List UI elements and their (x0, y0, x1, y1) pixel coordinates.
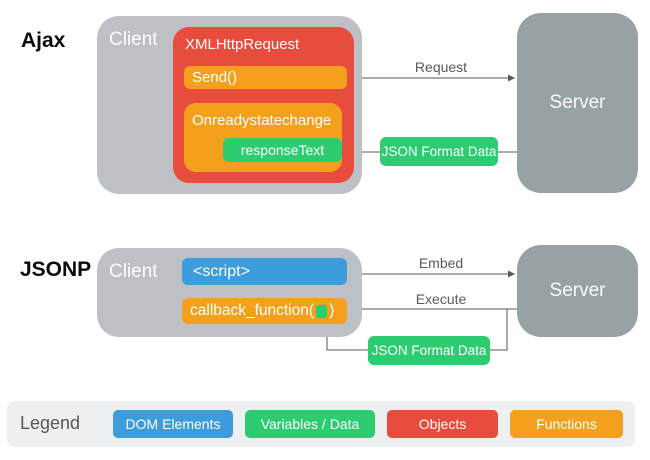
jsonp-client-box: Client <script> callback_function( ) (97, 248, 362, 337)
ajax-server-box: Server (517, 13, 638, 193)
callback-function-suffix: ) (329, 302, 335, 319)
ajax-send-function-box: Send() (184, 66, 347, 89)
ajax-section-label: Ajax (21, 29, 66, 52)
ajax-onreadystatechange-box: Onreadystatechange responseText (184, 103, 342, 172)
request-arrow-label: Request (414, 59, 468, 75)
ajax-client-label: Client (109, 29, 158, 50)
legend-item-objects: Objects (387, 410, 498, 438)
jsonp-section-label: JSONP (20, 258, 92, 281)
ajax-onreadystatechange-title: Onreadystatechange (192, 112, 332, 129)
legend-item-dom-elements: DOM Elements (113, 410, 233, 438)
embed-arrow-label: Embed (418, 255, 464, 271)
legend-item-functions: Functions (510, 410, 623, 438)
execute-arrow-label: Execute (415, 291, 467, 307)
ajax-client-box: Client XMLHttpRequest Send() Onreadystat… (97, 16, 362, 194)
legend-panel: Legend DOM Elements Variables / Data Obj… (7, 401, 635, 447)
ajax-responsetext-box: responseText (223, 138, 342, 162)
ajax-xhr-object-box: XMLHttpRequest Send() Onreadystatechange… (173, 27, 354, 183)
jsonp-script-element-box: <script> (182, 258, 347, 285)
ajax-xhr-title: XMLHttpRequest (185, 36, 300, 53)
legend-title: Legend (20, 413, 81, 433)
legend-item-variables-data: Variables / Data (245, 410, 375, 438)
ajax-json-format-data-badge: JSON Format Data (380, 137, 498, 166)
jsonp-callback-function-box: callback_function( ) (182, 298, 347, 324)
callback-function-prefix: callback_function( (190, 302, 315, 319)
jsonp-json-format-data-badge: JSON Format Data (368, 336, 490, 365)
jsonp-server-box: Server (517, 245, 638, 337)
callback-data-square (316, 304, 328, 318)
jsonp-client-label: Client (109, 261, 158, 282)
